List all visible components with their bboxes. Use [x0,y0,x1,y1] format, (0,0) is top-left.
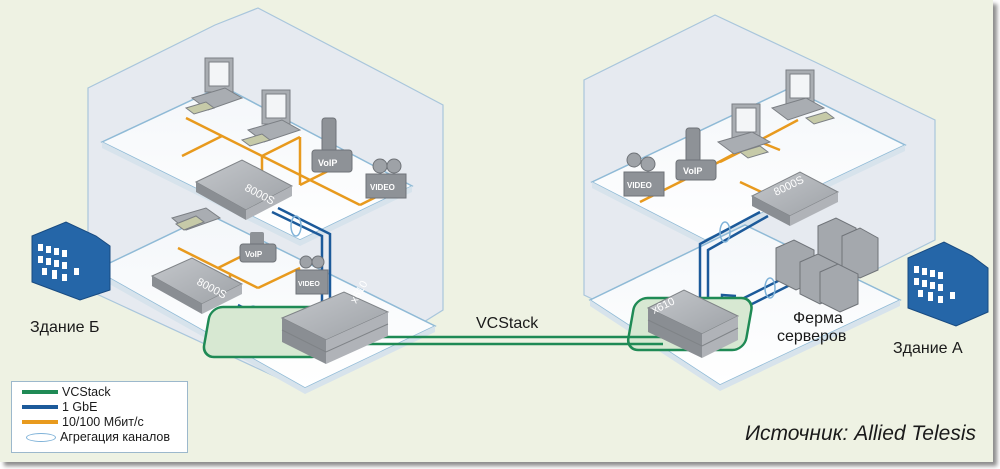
vcstack-trunk [350,335,663,346]
fast-ethernet-line-swatch [22,420,58,424]
legend-label: VCStack [62,385,111,399]
voip-label: VoIP [245,250,263,259]
computer-icon [170,207,222,231]
building-b-lower-floor-edge [95,270,435,394]
aggregation-ring [764,277,776,299]
video-camera-a: VIDEO [623,152,665,197]
aggregation-ring [290,215,302,237]
aggregation-ring-icon [26,432,56,442]
building-b-icon [31,221,111,301]
switch-x610-a: x610 [646,289,740,358]
server-farm-icon [775,217,879,313]
server-farm-label-line2: серверов [777,328,846,345]
computer-icon [716,103,772,159]
vcstack-line-swatch [22,390,58,394]
computer-icon [184,57,244,115]
voip-label: VoIP [683,166,702,176]
legend: VCStack 1 GbE 10/100 Мбит/с Агрегация ка… [11,381,188,453]
computers [170,57,836,231]
building-a-icon [907,241,989,327]
voip-label: VoIP [318,158,337,168]
legend-item-aggregation: Агрегация каналов [22,430,170,444]
computer-icon [770,69,836,125]
voip-phone-b-lower: VoIP [239,232,277,263]
video-camera-b-upper: VIDEO [365,158,407,199]
vcstack-link-label: VCStack [476,315,539,332]
legend-item-vcstack: VCStack [22,385,111,399]
legend-label: 1 GbE [62,400,98,414]
legend-label: Агрегация каналов [60,430,170,444]
legend-label: 10/100 Мбит/с [62,415,144,429]
gbe-line-swatch [22,405,58,409]
voip-phone-a: VoIP [675,127,717,181]
source-caption: Источник: Allied Telesis [745,422,976,445]
building-a-label: Здание А [893,340,963,357]
building-b-label: Здание Б [30,319,100,336]
switch-8000s-b-lower: 8000S [150,257,244,314]
aggregation-ring [719,221,731,243]
switch-8000s-b-upper: 8000S [194,159,294,220]
switch-8000s-a-upper: 8000S [750,171,840,226]
video-camera-b-lower: VIDEO [295,255,329,295]
voip-phone-b-upper: VoIP [311,117,353,173]
legend-item-fast-ethernet: 10/100 Мбит/с [22,415,144,429]
video-label: VIDEO [370,183,395,192]
video-label: VIDEO [627,181,652,190]
computer-icon [240,89,302,147]
legend-item-gbe: 1 GbE [22,400,97,414]
switch-x610-b: x610 [280,279,390,364]
server-farm-label-line1: Ферма [793,310,843,327]
video-label: VIDEO [298,281,320,288]
